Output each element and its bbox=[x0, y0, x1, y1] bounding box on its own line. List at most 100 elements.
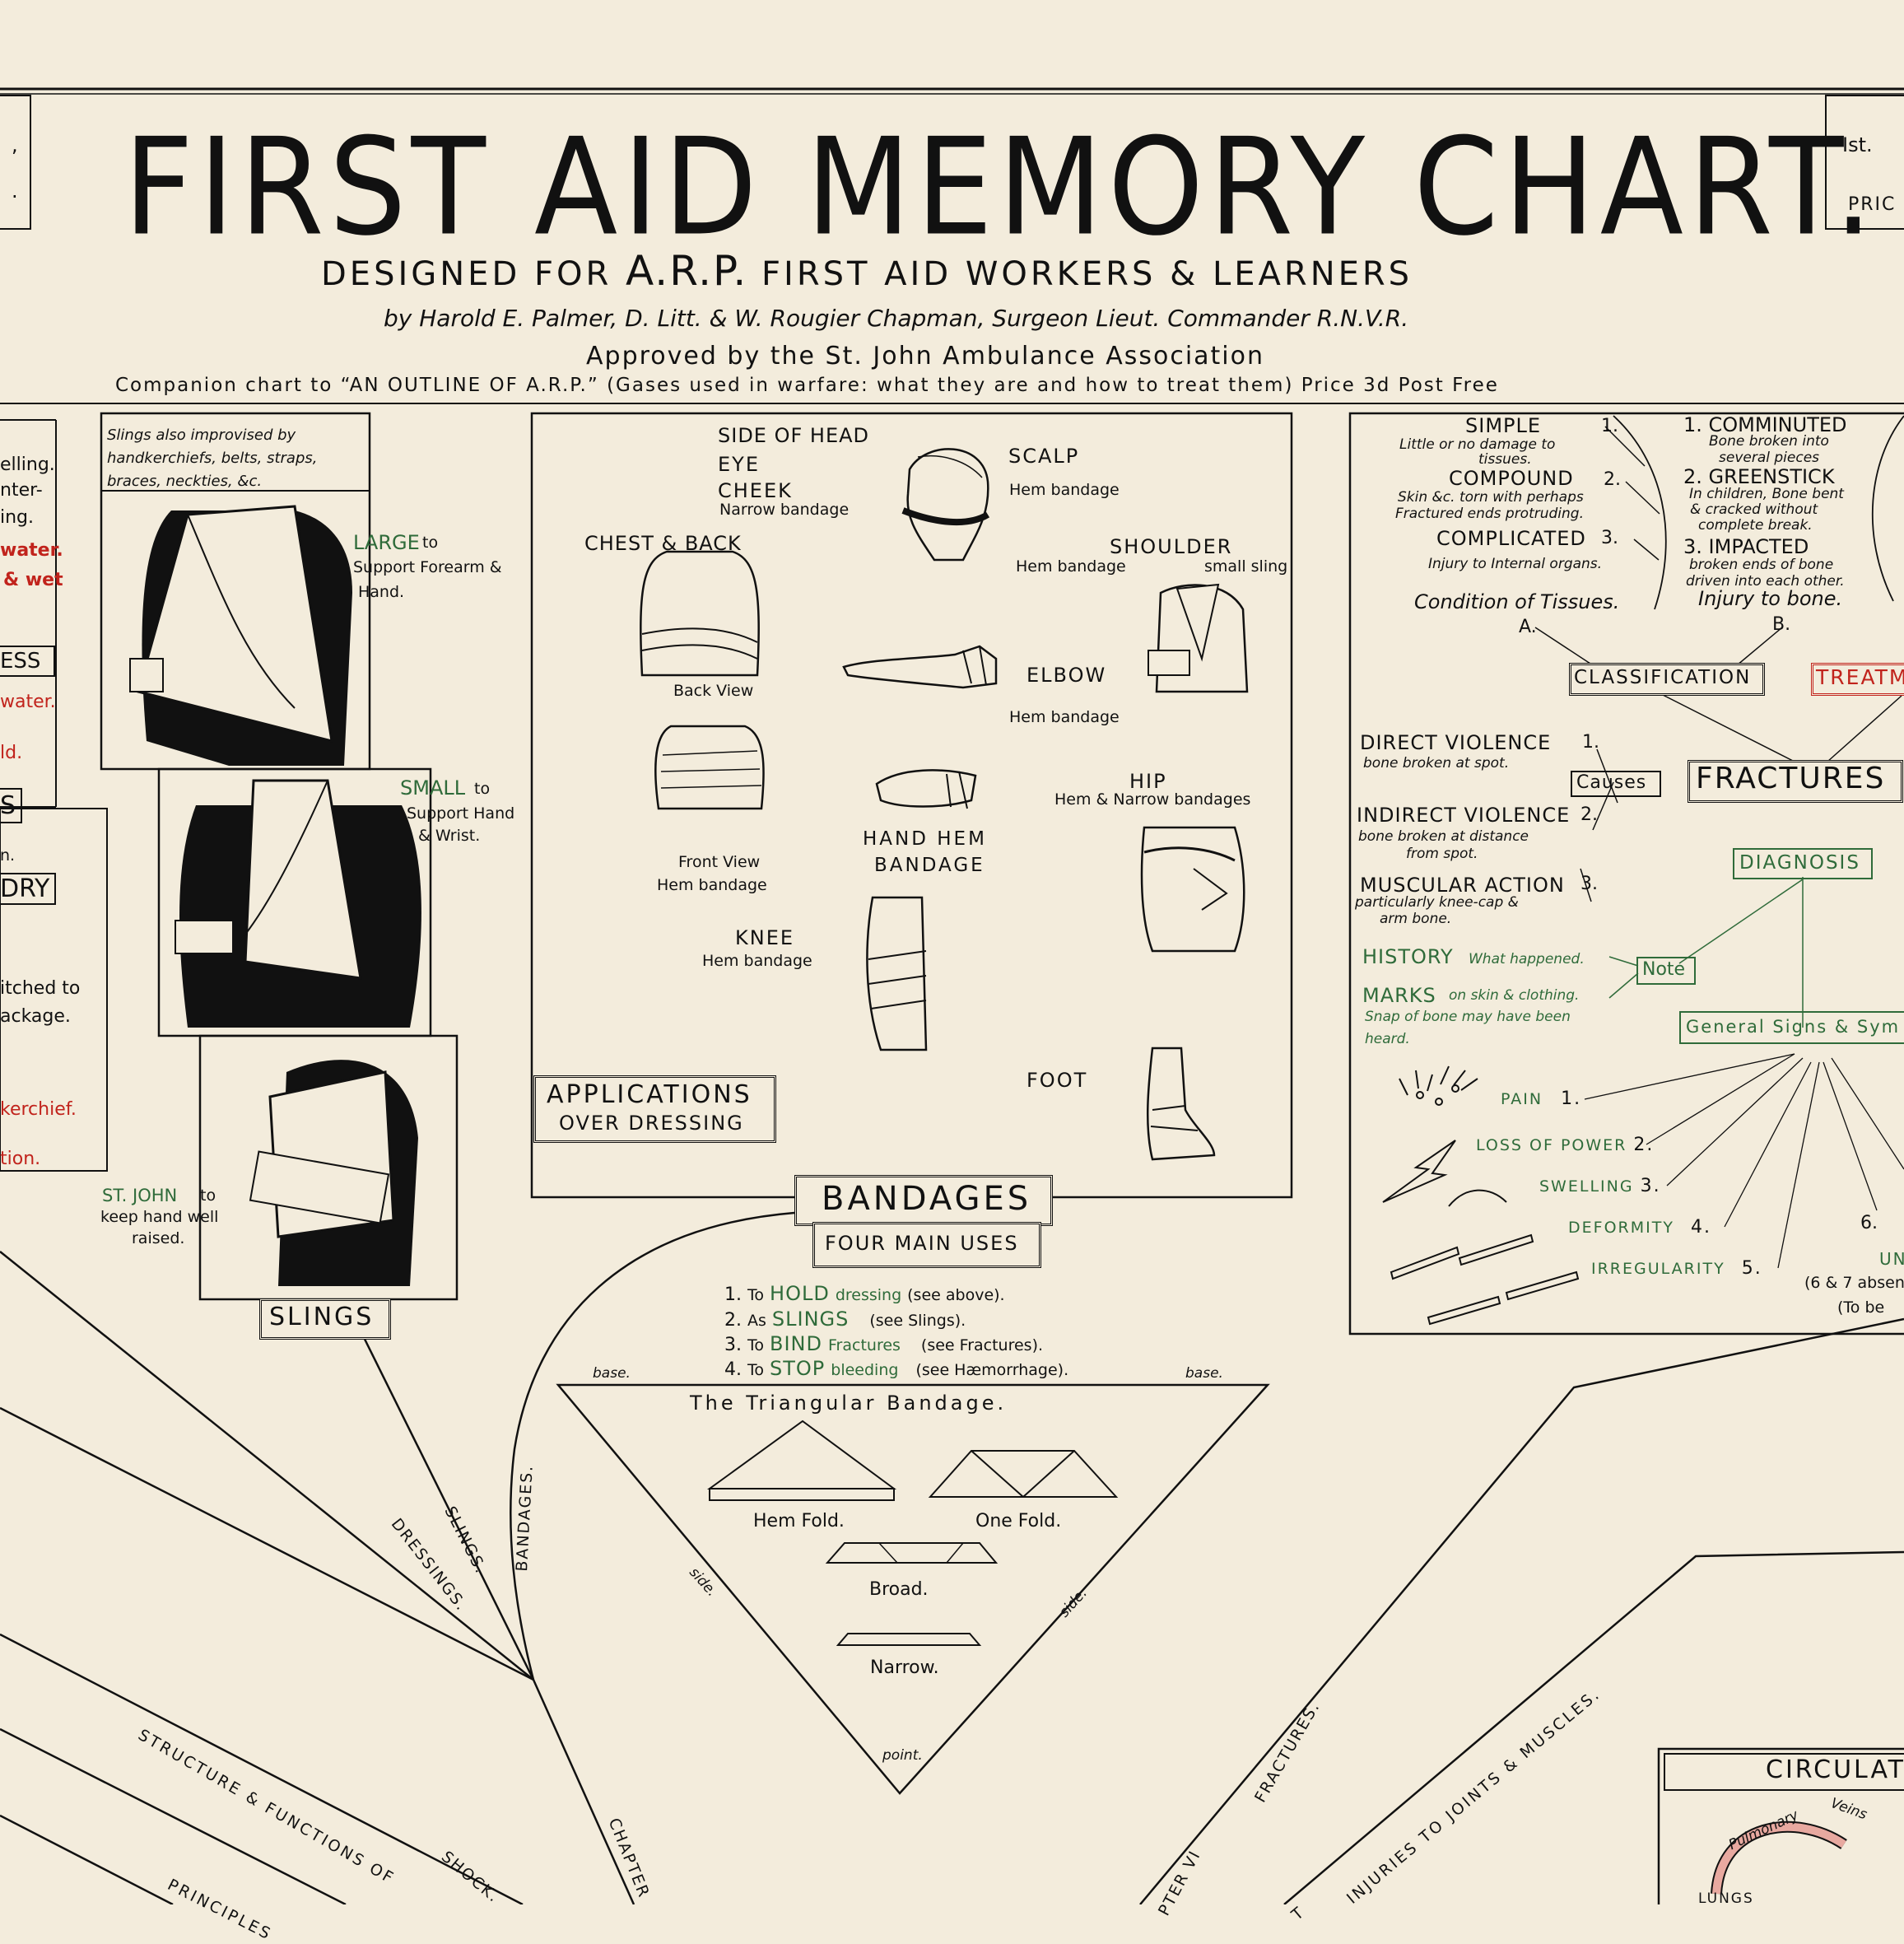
frac-simple-desc: tissues. bbox=[1478, 451, 1532, 468]
frac-indirect-desc: from spot. bbox=[1406, 846, 1478, 862]
general-signs-box bbox=[1679, 1011, 1904, 1044]
frac-impacted-desc: driven into each other. bbox=[1686, 573, 1845, 590]
use-word: STOP bbox=[770, 1357, 826, 1380]
use-pre: To bbox=[747, 1361, 765, 1379]
frac-comminuted: 1. COMMINUTED bbox=[1683, 413, 1847, 436]
fractures-title-box bbox=[1688, 760, 1903, 803]
stjohn-sling-figure bbox=[249, 1060, 418, 1286]
frac-comminuted-desc: Bone broken into bbox=[1709, 433, 1829, 450]
narrow-label: Narrow. bbox=[870, 1657, 939, 1678]
left-strip-item: tion. bbox=[0, 1149, 41, 1169]
app-side-of-head: SIDE OF HEAD bbox=[718, 424, 870, 447]
frac-simple-desc: Little or no damage to bbox=[1399, 436, 1556, 453]
use-number: 1. bbox=[724, 1284, 742, 1305]
bandages-title-box bbox=[794, 1175, 1053, 1226]
treatment-box bbox=[1811, 663, 1904, 696]
designed-for-line: DESIGNED FOR A.R.P. FIRST AID WORKERS & … bbox=[321, 247, 1413, 295]
sign-label: SWELLING bbox=[1539, 1177, 1634, 1196]
right-edge-edition: Ist. bbox=[1842, 133, 1873, 156]
hip-figure bbox=[1140, 826, 1245, 953]
left-strip-item: S bbox=[0, 788, 23, 823]
frac-condition-letter: A. bbox=[1519, 617, 1537, 637]
sign-row: IRREGULARITY 5. bbox=[1591, 1258, 1762, 1279]
app-front-view: Front View bbox=[678, 853, 761, 871]
app-front-hem: Hem bandage bbox=[657, 876, 767, 894]
one-fold-label: One Fold. bbox=[975, 1511, 1062, 1531]
small-sling-label: SMALL bbox=[400, 776, 466, 800]
bandage-use-row: 4. To STOP bleeding (see Hæmorrhage). bbox=[724, 1357, 1068, 1380]
app-hand: HAND HEM bbox=[863, 828, 987, 850]
left-strip-item: DRY bbox=[0, 873, 57, 905]
left-strip-item: water. bbox=[0, 692, 56, 712]
app-shoulder-sling: small sling bbox=[1204, 557, 1288, 576]
designed-for-arp: A.R.P. bbox=[625, 247, 748, 295]
triangle-title: The Triangular Bandage. bbox=[690, 1392, 1008, 1415]
frac-greenstick-desc: In children, Bone bent bbox=[1689, 486, 1844, 502]
use-ref: (see Hæmorrhage). bbox=[915, 1361, 1069, 1379]
right-edge-price: PRIC bbox=[1848, 194, 1897, 215]
frac-indirect-desc: bone broken at distance bbox=[1358, 828, 1529, 845]
app-knee-hem: Hem bandage bbox=[702, 952, 812, 970]
frac-treatment: TREATM bbox=[1816, 665, 1904, 689]
frac-compound: COMPOUND bbox=[1449, 467, 1574, 490]
frac-injury-bone: Injury to bone. bbox=[1698, 587, 1843, 610]
left-strip-item: nter- bbox=[0, 480, 43, 501]
app-shoulder: SHOULDER bbox=[1110, 535, 1233, 558]
left-strip-item: & wet bbox=[3, 570, 63, 590]
app-cheek: CHEEK bbox=[718, 479, 793, 502]
small-sling-desc: Support Hand bbox=[407, 804, 515, 823]
sign-number: 3. bbox=[1640, 1176, 1661, 1196]
sign-row: SWELLING 3. bbox=[1539, 1176, 1661, 1196]
triangle-base-right: base. bbox=[1185, 1365, 1223, 1382]
sign-label: LOSS OF POWER bbox=[1476, 1136, 1627, 1154]
frac-simple: SIMPLE bbox=[1465, 414, 1542, 437]
sign-label: PAIN bbox=[1501, 1090, 1543, 1108]
authors-line: by Harold E. Palmer, D. Litt. & W. Rougi… bbox=[384, 305, 1409, 332]
use-word: HOLD bbox=[770, 1282, 830, 1305]
broad-label: Broad. bbox=[869, 1579, 929, 1600]
circulation-title: CIRCULAT bbox=[1766, 1755, 1904, 1784]
frac-absent-note: (6 & 7 absen bbox=[1804, 1274, 1904, 1292]
designed-for-b: FIRST AID WORKERS & LEARNERS bbox=[761, 255, 1413, 293]
large-sling-label: LARGE bbox=[353, 531, 420, 554]
app-elbow: ELBOW bbox=[1026, 664, 1107, 687]
frac-snap: heard. bbox=[1365, 1031, 1410, 1047]
app-knee: KNEE bbox=[735, 926, 795, 949]
applications-subtitle: OVER DRESSING bbox=[559, 1112, 744, 1135]
large-sling-figure bbox=[129, 505, 352, 766]
applications-title: APPLICATIONS bbox=[547, 1080, 752, 1109]
slings-title-box bbox=[259, 1298, 391, 1340]
foot-figure bbox=[1146, 1047, 1216, 1161]
app-back-view: Back View bbox=[673, 682, 754, 700]
use-ref: (see Fractures). bbox=[920, 1336, 1044, 1354]
companion-line: Companion chart to “AN OUTLINE OF A.R.P.… bbox=[115, 375, 1499, 396]
app-hip-desc: Hem & Narrow bandages bbox=[1054, 790, 1251, 809]
use-pre: To bbox=[747, 1336, 765, 1354]
stjohn-sling-desc: keep hand well bbox=[100, 1208, 219, 1226]
use-rest: bleeding bbox=[831, 1361, 899, 1379]
sign-row: PAIN 1. bbox=[1501, 1089, 1581, 1109]
sign-number: 4. bbox=[1690, 1217, 1711, 1238]
frac-compound-desc: Skin &c. torn with perhaps bbox=[1398, 489, 1584, 506]
left-strip-item: ing. bbox=[0, 507, 35, 528]
frac-absent-note: (To be bbox=[1837, 1298, 1885, 1317]
frac-impacted-desc: broken ends of bone bbox=[1689, 557, 1834, 573]
app-elbow-hem: Hem bandage bbox=[1009, 708, 1120, 726]
frac-impacted: 3. IMPACTED bbox=[1683, 535, 1809, 558]
frac-comminuted-desc: several pieces bbox=[1719, 450, 1820, 466]
use-rest: Fractures bbox=[828, 1336, 901, 1354]
frac-marks-desc: on skin & clothing. bbox=[1449, 987, 1580, 1004]
frac-general-signs: General Signs & Sym bbox=[1686, 1017, 1901, 1037]
left-strip-item: itched to bbox=[0, 978, 81, 999]
frac-compound-n: 2. bbox=[1604, 469, 1621, 490]
use-number: 3. bbox=[724, 1335, 742, 1355]
frac-bone-letter: B. bbox=[1772, 614, 1791, 635]
left-strip-item: kerchief. bbox=[0, 1099, 77, 1120]
elbow-figure bbox=[842, 645, 998, 689]
sign-row: LOSS OF POWER 2. bbox=[1476, 1135, 1654, 1155]
frac-history: HISTORY bbox=[1362, 945, 1454, 968]
small-sling-desc: & Wrist. bbox=[418, 827, 481, 845]
circulation-lungs: LUNGS bbox=[1698, 1890, 1754, 1907]
frac-title: FRACTURES bbox=[1696, 762, 1886, 795]
head-bandage-figure bbox=[901, 448, 990, 562]
